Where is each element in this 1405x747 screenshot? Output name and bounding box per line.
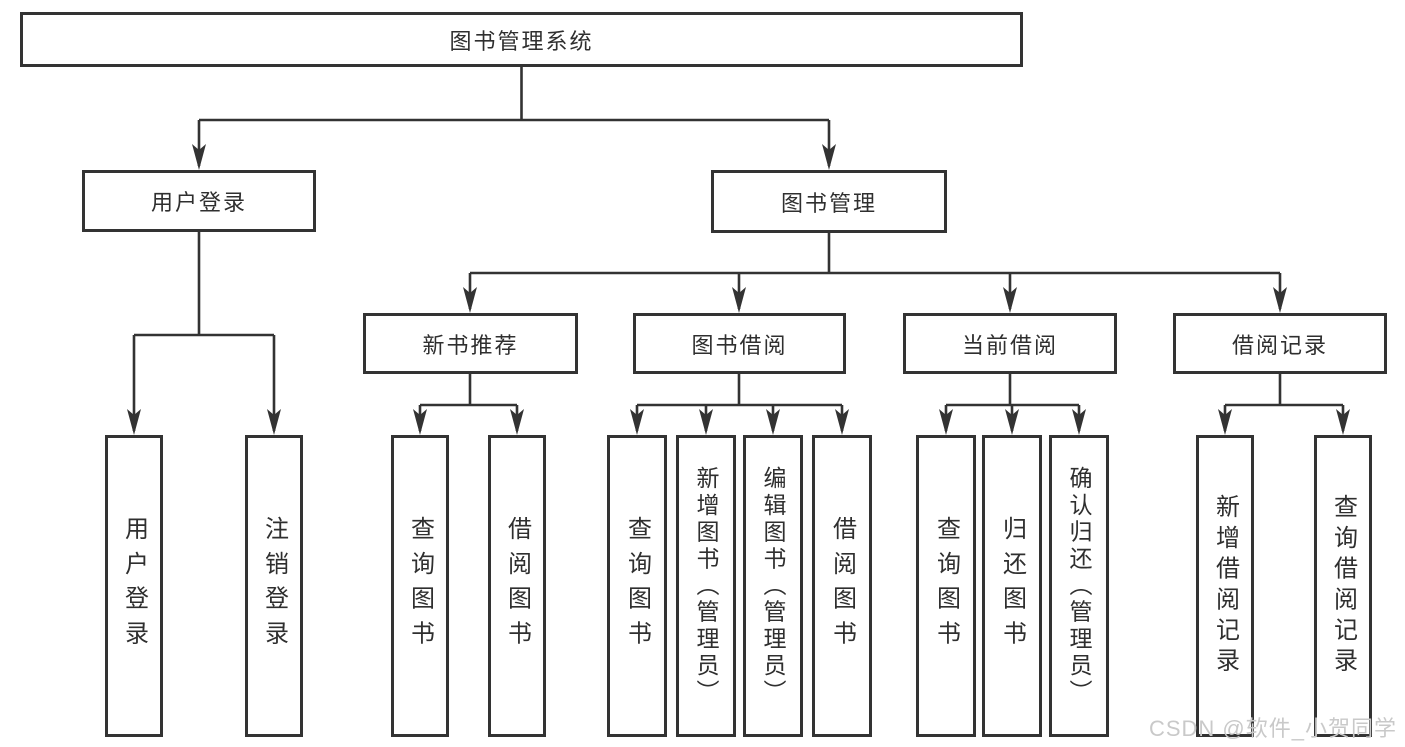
node-leaf-query-books-recommend: 查询图书: [391, 435, 449, 737]
node-label: 新书推荐: [422, 332, 519, 358]
node-label: 用户登录: [120, 516, 148, 656]
node-current-borrowing: 当前借阅: [903, 313, 1117, 374]
node-label: 图书管理: [780, 190, 877, 216]
node-leaf-confirm-return-admin: 确认归还（管理员）: [1049, 435, 1109, 737]
node-label: 注销登录: [260, 516, 288, 656]
node-book-management-branch: 图书管理: [711, 170, 947, 233]
node-label: 图书管理系统: [449, 28, 594, 54]
connector-path: [132, 67, 1345, 431]
node-label: 查询图书: [623, 516, 651, 656]
node-label: 借阅图书: [828, 516, 856, 656]
node-label: 图书借阅: [691, 332, 788, 358]
node-label: 归还图书: [998, 516, 1026, 656]
node-new-book-recommendation: 新书推荐: [363, 313, 578, 374]
node-leaf-logout: 注销登录: [245, 435, 303, 737]
node-borrowing-records: 借阅记录: [1173, 313, 1387, 374]
node-leaf-user-login: 用户登录: [105, 435, 163, 737]
node-label: 查询图书: [932, 516, 960, 656]
node-leaf-add-borrow-record: 新增借阅记录: [1196, 435, 1254, 737]
node-leaf-query-books-current: 查询图书: [916, 435, 976, 737]
node-leaf-return-books: 归还图书: [982, 435, 1042, 737]
node-leaf-borrow-books: 借阅图书: [812, 435, 872, 737]
csdn-watermark: CSDN @软件_小贺同学: [1148, 716, 1397, 741]
node-label: 借阅图书: [503, 516, 531, 656]
node-library-management-system: 图书管理系统: [20, 12, 1023, 67]
node-label: 查询借阅记录: [1329, 493, 1357, 679]
node-label: 查询图书: [406, 516, 434, 656]
node-leaf-borrow-books-recommend: 借阅图书: [488, 435, 546, 737]
node-leaf-query-books-borrow: 查询图书: [607, 435, 667, 737]
node-label: 确认归还（管理员）: [1066, 465, 1092, 707]
node-label: 借阅记录: [1231, 332, 1328, 358]
node-label: 编辑图书（管理员）: [760, 465, 786, 707]
node-book-borrowing: 图书借阅: [633, 313, 846, 374]
node-label: 当前借阅: [961, 332, 1058, 358]
node-leaf-edit-book-admin: 编辑图书（管理员）: [743, 435, 803, 737]
node-label: 新增借阅记录: [1211, 493, 1239, 679]
node-leaf-query-borrow-record: 查询借阅记录: [1314, 435, 1372, 737]
node-user-login-branch: 用户登录: [82, 170, 316, 232]
node-label: 用户登录: [150, 190, 247, 215]
node-leaf-add-book-admin: 新增图书（管理员）: [676, 435, 736, 737]
node-label: 新增图书（管理员）: [693, 465, 719, 707]
